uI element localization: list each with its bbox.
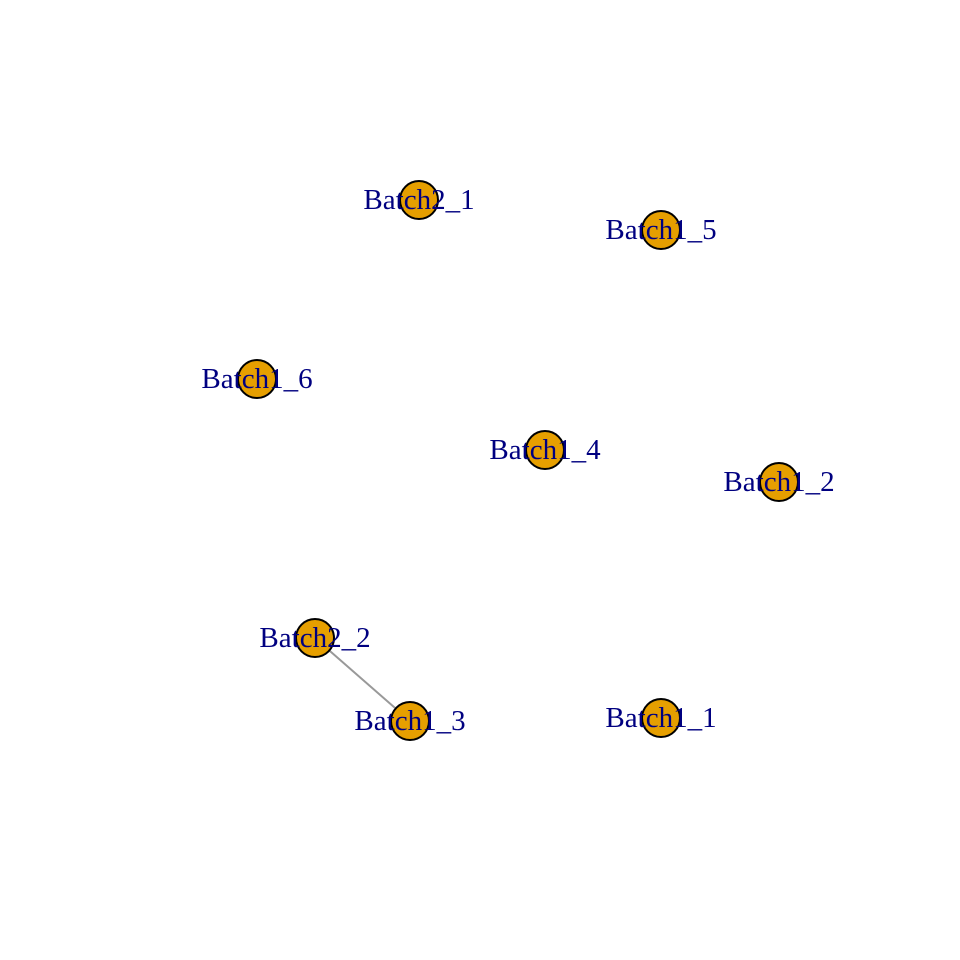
node-Batch1_3[interactable] <box>390 701 430 741</box>
node-label-Batch1_1: Batch1_1 <box>605 702 716 734</box>
node-Batch2_2[interactable] <box>295 618 335 658</box>
node-label-Batch2_2: Batch2_2 <box>259 622 370 654</box>
node-label-Batch1_2: Batch1_2 <box>723 466 834 498</box>
node-label-Batch1_5: Batch1_5 <box>605 214 716 246</box>
node-Batch1_6[interactable] <box>237 359 277 399</box>
node-Batch1_4[interactable] <box>525 430 565 470</box>
node-label-Batch1_3: Batch1_3 <box>354 705 465 737</box>
node-label-Batch2_1: Batch2_1 <box>363 184 474 216</box>
edges-layer <box>314 637 411 722</box>
node-label-Batch1_4: Batch1_4 <box>489 434 601 466</box>
node-Batch1_1[interactable] <box>641 698 681 738</box>
node-label-Batch1_6: Batch1_6 <box>201 363 312 395</box>
edge-Batch2_2-Batch1_3 <box>314 637 411 722</box>
nodes-layer <box>237 180 799 741</box>
labels-layer: Batch2_1Batch1_5Batch1_6Batch1_4Batch1_2… <box>201 184 834 737</box>
node-Batch1_2[interactable] <box>759 462 799 502</box>
node-Batch2_1[interactable] <box>399 180 439 220</box>
node-Batch1_5[interactable] <box>641 210 681 250</box>
